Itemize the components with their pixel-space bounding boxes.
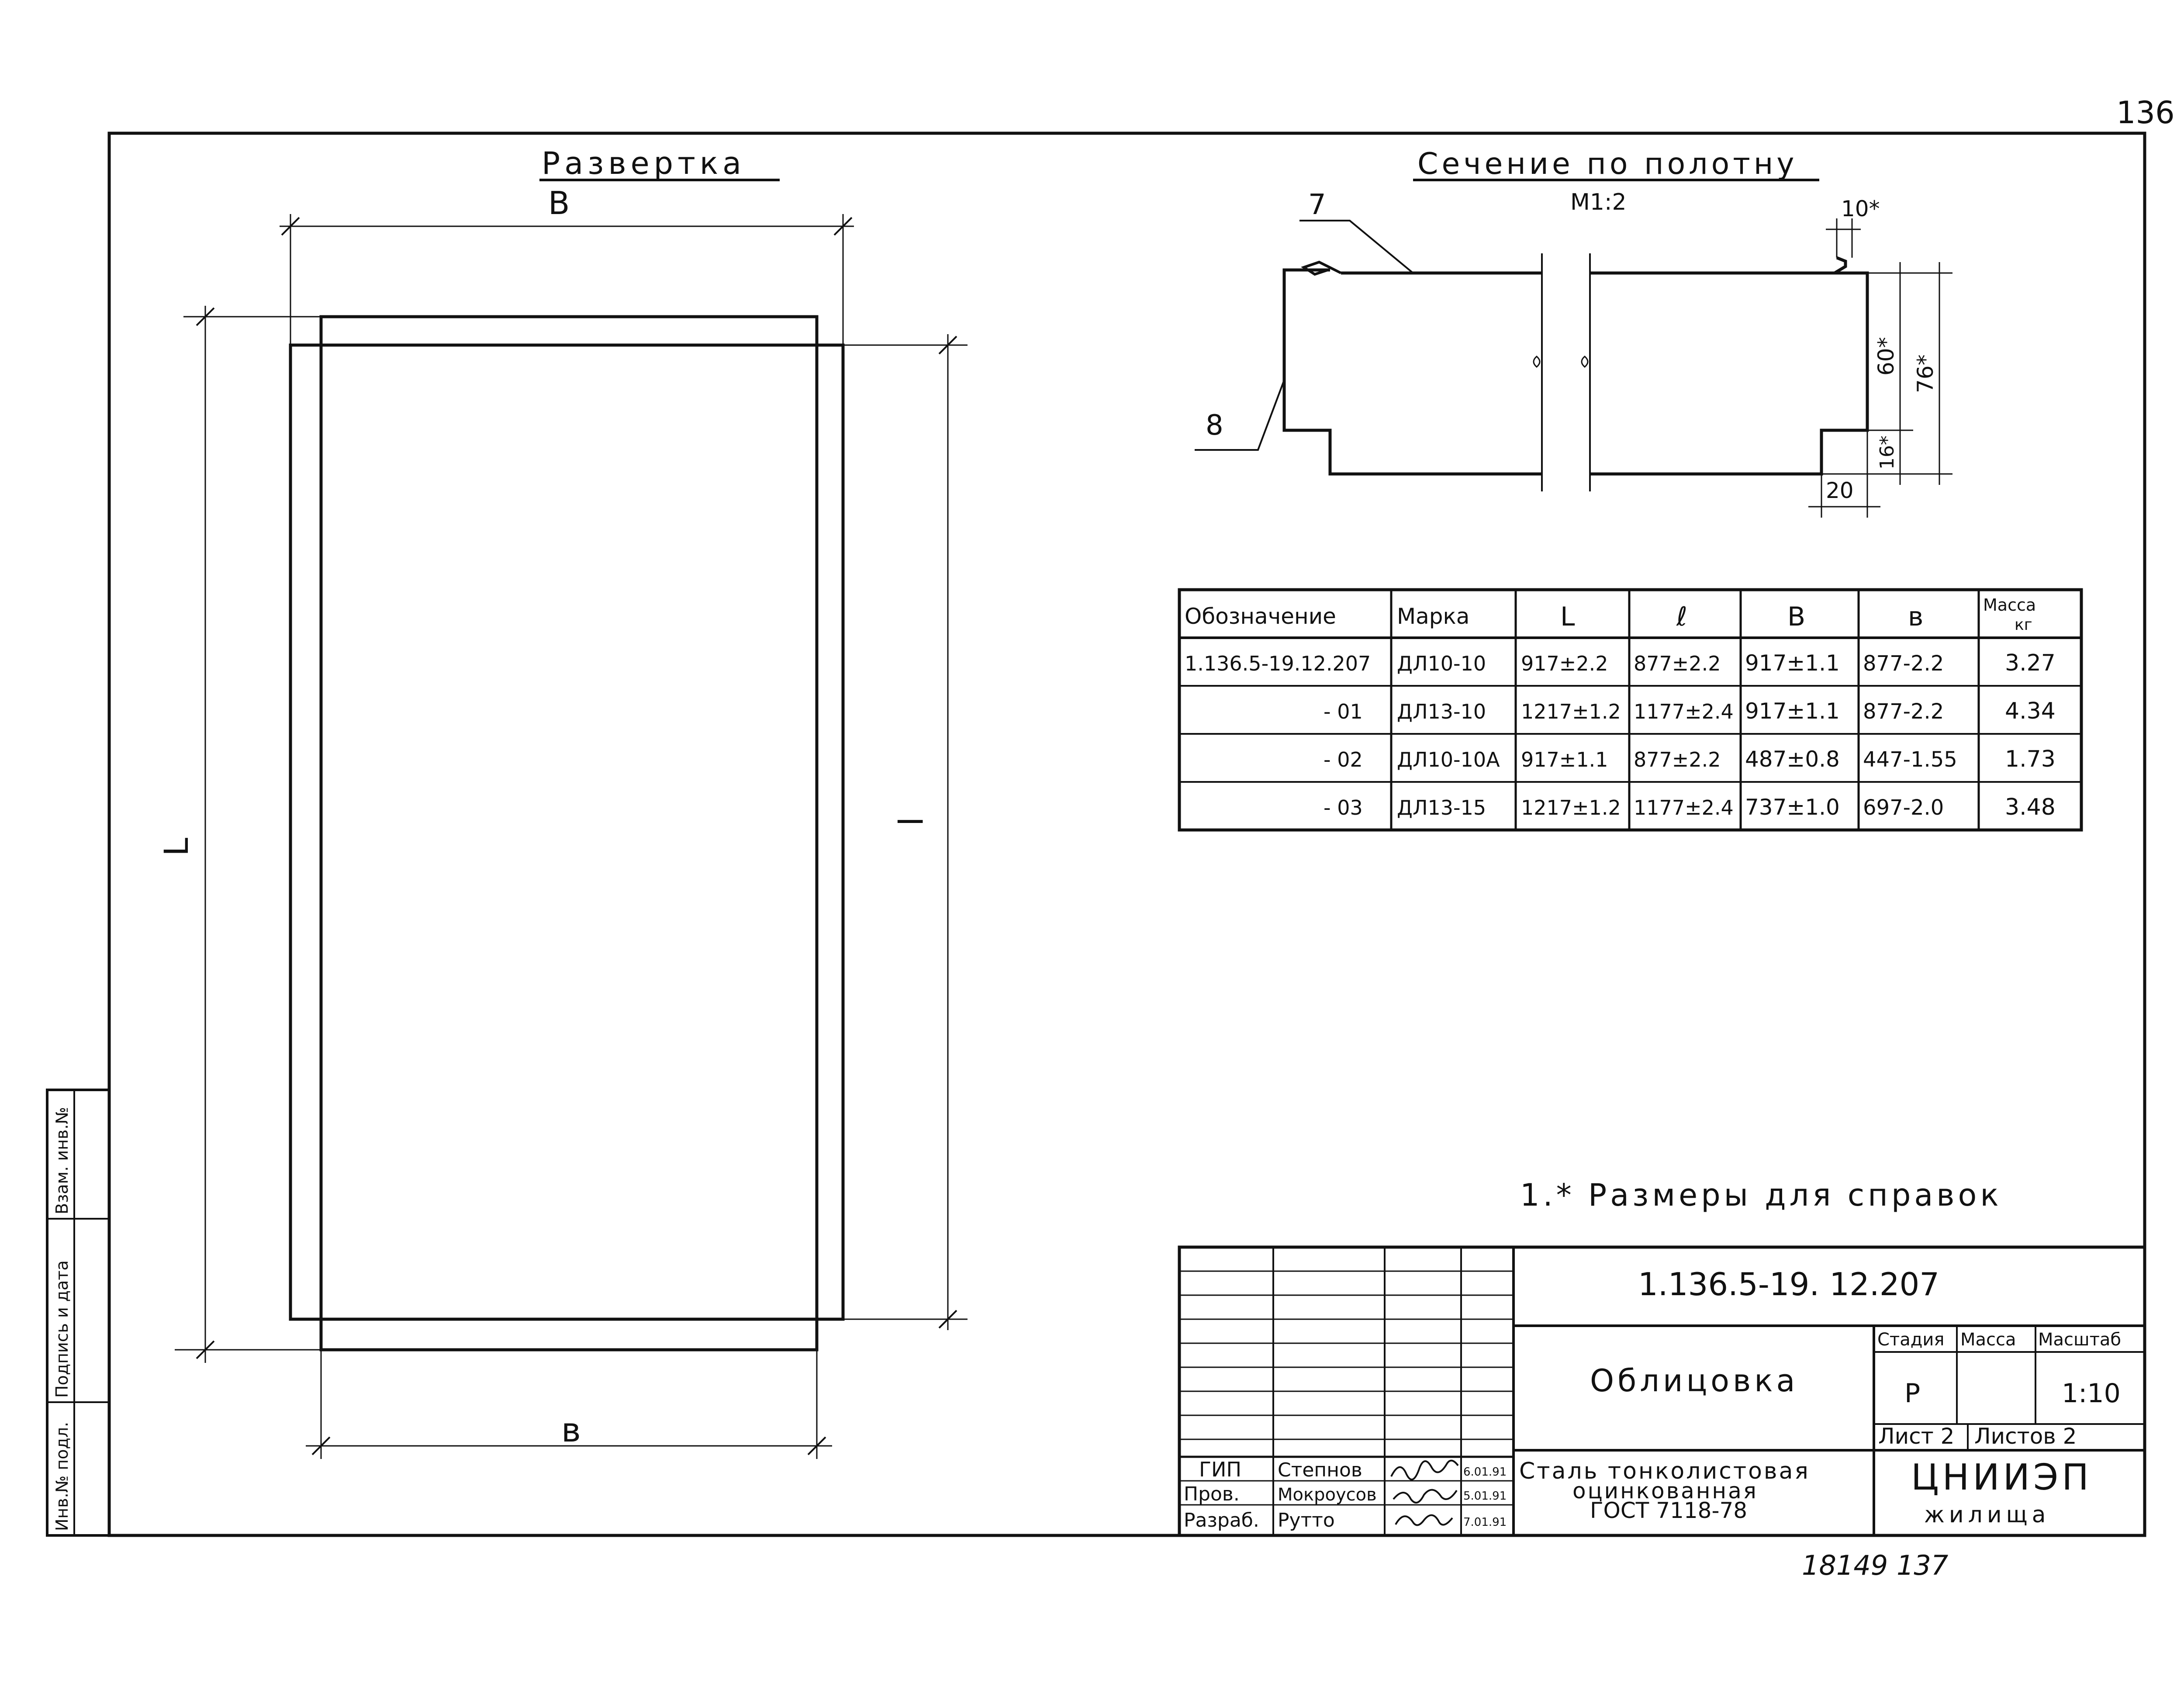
section-dim-76: 76* [1913, 354, 1938, 393]
title-doc-number: 1.136.5-19. 12.207 [1638, 1266, 1939, 1303]
title-scale: 1:10 [2062, 1378, 2121, 1409]
spec-table: Обозначение Марка L ℓ B в Масса кг 1.136… [1178, 588, 2083, 832]
title-name-check: Мокроусов [1278, 1485, 1377, 1505]
title-stage: Р [1904, 1378, 1920, 1409]
section-callout-8: 8 [1206, 409, 1223, 442]
spec-cell: 3.27 [2005, 650, 2056, 676]
spec-header-l: ℓ [1676, 602, 1687, 632]
spec-cell: ДЛ13-15 [1397, 796, 1486, 819]
spec-header-L: L [1560, 602, 1575, 632]
side-stamp: Инв.№ подл. Подпись и дата Взам. инв.№ [46, 1089, 111, 1537]
spec-header-B: B [1787, 602, 1805, 632]
title-mass-header: Масса [1960, 1330, 2016, 1350]
spec-cell: 1177±2.4 [1634, 700, 1734, 723]
title-material-1: Сталь тонколистовая [1519, 1458, 1810, 1484]
spec-cell: - 03 [1324, 796, 1363, 819]
spec-cell: - 01 [1324, 700, 1363, 723]
spec-cell: 1217±1.2 [1521, 796, 1621, 819]
spec-cell: ДЛ10-10А [1397, 748, 1500, 771]
section-view: Сечение по полотну М1:2 7 8 10* 60* 7 [1195, 147, 1952, 518]
spec-cell: 917±1.1 [1521, 748, 1608, 771]
signature-gip [1390, 1459, 1459, 1480]
spec-cell: ДЛ13-10 [1397, 700, 1486, 723]
page-number: 136 [2116, 95, 2175, 131]
side-stamp-cell-1: Инв.№ подл. [52, 1422, 72, 1531]
side-stamp-cell-2: Подпись и дата [52, 1260, 72, 1398]
spec-cell: 917±1.1 [1745, 650, 1840, 676]
title-org-1: ЦНИИЭП [1911, 1457, 2092, 1498]
section-dim-60: 60* [1873, 337, 1899, 376]
blank-outer-outline [289, 343, 845, 1321]
title-role-dev: Разраб. [1184, 1509, 1259, 1531]
spec-cell: 877-2.2 [1863, 699, 1944, 724]
reference-note: 1.* Размеры для справок [1520, 1177, 2002, 1213]
blank-inner-outline [319, 315, 819, 1352]
spec-header-mark: Марка [1397, 604, 1469, 629]
title-date-dev: 7.01.91 [1463, 1516, 1507, 1529]
spec-cell: 1217±1.2 [1521, 700, 1621, 723]
unfolding-dim-L: L [157, 838, 196, 856]
section-scale: М1:2 [1570, 189, 1627, 215]
title-material-3: ГОСТ 7118-78 [1590, 1498, 1747, 1523]
spec-rows: 1.136.5-19.12.207 ДЛ10-10 917±2.2 877±2.2 91… [1185, 650, 2056, 820]
spec-header-b: в [1908, 602, 1923, 632]
side-stamp-cell-3: Взам. инв.№ [52, 1107, 72, 1214]
spec-header-mass-unit: кг [2015, 616, 2032, 634]
title-role-gip: ГИП [1199, 1458, 1241, 1481]
spec-cell: 487±0.8 [1745, 747, 1840, 772]
sheet-frame [107, 131, 2146, 1537]
title-name-dev: Рутто [1278, 1509, 1335, 1531]
title-scale-header: Масштаб [2038, 1330, 2121, 1350]
spec-cell: - 02 [1324, 748, 1363, 771]
spec-cell: 447-1.55 [1863, 747, 1957, 772]
spec-cell: 877±2.2 [1634, 652, 1721, 675]
title-block: 1.136.5-19. 12.207 Облицовка Стадия Масс… [1178, 1245, 2146, 1537]
spec-cell: 877±2.2 [1634, 748, 1721, 771]
spec-cell: 697-2.0 [1863, 795, 1944, 820]
spec-header-designation: Обозначение [1185, 604, 1336, 629]
section-title: Сечение по полотну [1417, 147, 1798, 181]
signature-check [1393, 1489, 1458, 1504]
unfolding-title: Развертка [542, 145, 746, 181]
title-date-check: 5.01.91 [1463, 1490, 1507, 1503]
spec-cell: 917±2.2 [1521, 652, 1608, 675]
section-dim-20: 20 [1826, 478, 1854, 503]
section-callout-7: 7 [1308, 189, 1326, 221]
spec-cell: 877-2.2 [1863, 651, 1944, 676]
spec-cell: 4.34 [2005, 698, 2056, 724]
unfolding-dim-b: в [561, 1410, 581, 1449]
title-role-check: Пров. [1184, 1483, 1240, 1505]
signature-dev [1395, 1514, 1453, 1526]
title-org-2: жилища [1924, 1502, 2050, 1528]
spec-cell: 1.73 [2005, 746, 2056, 772]
unfolding-dim-l: l [890, 817, 929, 826]
spec-cell: 917±1.1 [1745, 698, 1840, 724]
spec-cell: 3.48 [2005, 794, 2056, 820]
unfolding-dim-B: B [548, 185, 570, 221]
spec-cell: ДЛ10-10 [1397, 652, 1486, 675]
title-name-gip: Степнов [1278, 1459, 1362, 1481]
title-date-gip: 6.01.91 [1463, 1466, 1507, 1479]
title-material-2: оцинкованная [1572, 1478, 1758, 1504]
spec-cell: 737±1.0 [1745, 795, 1840, 820]
spec-cell: 1177±2.4 [1634, 796, 1734, 819]
title-sheet: Лист 2 [1878, 1424, 1954, 1449]
unfolding-view: Развертка B L l в [157, 145, 968, 1459]
title-name: Облицовка [1590, 1363, 1798, 1399]
title-stage-header: Стадия [1877, 1330, 1944, 1350]
section-dim-16: 16* [1876, 436, 1898, 470]
spec-cell: 1.136.5-19.12.207 [1185, 652, 1371, 675]
title-sheets: Листов 2 [1974, 1424, 2077, 1449]
spec-header-mass: Масса [1983, 595, 2036, 615]
section-dim-10: 10* [1841, 196, 1880, 221]
footer-number: 18149 137 [1802, 1549, 1948, 1581]
